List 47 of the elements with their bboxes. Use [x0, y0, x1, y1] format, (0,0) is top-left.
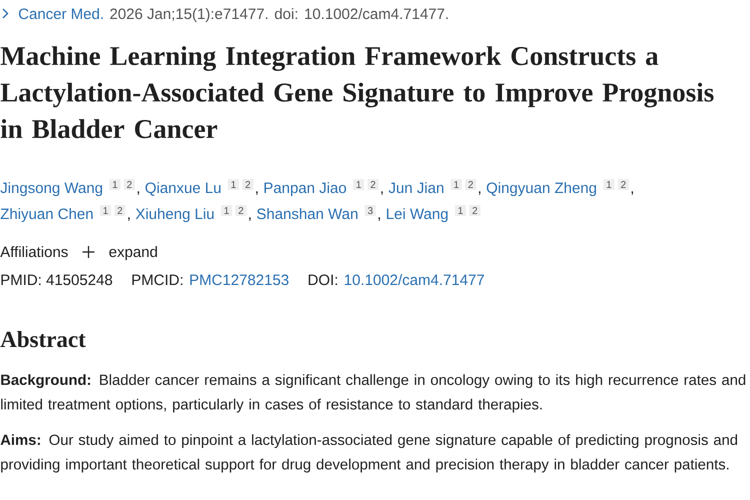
- comma: ,: [249, 217, 251, 221]
- author-link: Shanshan Wan: [257, 208, 358, 220]
- comma: ,: [381, 191, 383, 195]
- affiliation-number: 2: [114, 205, 126, 216]
- affiliation-number: 1: [221, 205, 232, 216]
- author-link: Panpan Jiao: [264, 182, 346, 196]
- affiliation-number: 2: [465, 179, 476, 190]
- affiliation-number: 1: [109, 179, 120, 190]
- expand-toggle: expand: [82, 245, 157, 260]
- section-heading: Abstract: [0, 331, 86, 348]
- affiliation-number: 2: [242, 179, 254, 190]
- abstract-paragraph: Background: Bladder cancer remains a significant challenge in oncology owing to its high recurrence rates and limited treatment options, particularly in cases of resistance to standard therapies.: [1, 374, 746, 412]
- affiliation-number: 2: [235, 205, 246, 216]
- author-link: Qianxue Lu: [146, 182, 220, 196]
- affiliation-number: 1: [450, 179, 462, 190]
- comma: ,: [378, 217, 380, 221]
- abstract-paragraph: Aims: Our study aimed to pinpoint a lactylation-associated gene signature capable of predicting prognosis and providing important theoretical support for drug development and precision therapy in bladder cancer patients.: [0, 434, 738, 472]
- doi-label: DOI:: [308, 274, 337, 286]
- author-link: Jingsong Wang: [0, 182, 102, 196]
- comma: ,: [128, 217, 130, 221]
- affiliation-number: 1: [603, 179, 614, 190]
- citation-text: 2026 Jan;15(1):e71477. doi: 10.1002/cam4.71477.: [110, 8, 448, 22]
- affiliation-number: 1: [100, 205, 111, 216]
- comma: ,: [138, 191, 140, 195]
- author-link: Qingyuan Zheng: [486, 182, 596, 196]
- pmcid-label: PMCID:: [132, 274, 182, 286]
- article-title: Machine Learning Integration Framework Constructs a Lactylation-Associated Gene Signature to Improve Prognosis in Bladder Cancer: [0, 46, 714, 138]
- affiliation-number: 1: [228, 179, 239, 190]
- author-link: Zhiyuan Chen: [0, 208, 93, 222]
- pmid-text: PMID: 41505248: [1, 274, 112, 286]
- author-link: Xiuheng Liu: [136, 208, 214, 222]
- doi-link: 10.1002/cam4.71477: [344, 274, 484, 286]
- affiliations-label: Affiliations: [0, 246, 68, 258]
- journal-link: Cancer Med.: [18, 8, 103, 20]
- comma: ,: [478, 191, 480, 195]
- author-link: Jun Jian: [388, 182, 444, 194]
- affiliation-number: 2: [368, 179, 378, 190]
- affiliation-number: 2: [618, 179, 629, 190]
- affiliation-number: 1: [353, 179, 364, 190]
- author-link: Lei Wang: [386, 208, 448, 222]
- pmcid-link: PMC12782153: [190, 274, 288, 286]
- affiliation-number: 1: [454, 205, 466, 216]
- affiliation-number: 2: [469, 205, 480, 216]
- affiliation-number: 3: [364, 205, 376, 216]
- comma: ,: [256, 191, 258, 195]
- comma: ,: [632, 191, 634, 195]
- affiliation-number: 2: [124, 179, 135, 190]
